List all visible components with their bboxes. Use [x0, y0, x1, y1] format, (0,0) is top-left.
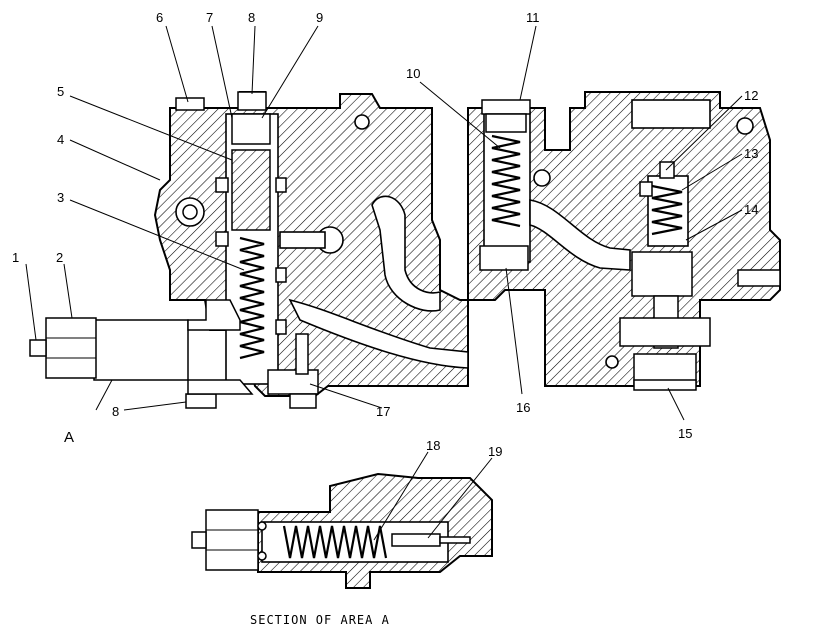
callout-6: 6 [156, 10, 163, 25]
callout-4: 4 [57, 132, 64, 147]
callout-16: 16 [516, 400, 530, 415]
spool-spring [239, 236, 265, 360]
middle-valve-body [467, 91, 781, 391]
leader-lines [25, 25, 743, 541]
bolt-17 [295, 333, 309, 375]
callout-19: 19 [488, 444, 502, 459]
plug-upper [231, 113, 271, 145]
relief-spring-10 [491, 134, 521, 228]
callout-1: 1 [12, 250, 19, 265]
callout-7: 7 [206, 10, 213, 25]
callout-9: 9 [316, 10, 323, 25]
callout-12: 12 [744, 88, 758, 103]
top-slot [631, 99, 711, 129]
callout-5: 5 [57, 84, 64, 99]
callout-10: 10 [406, 66, 420, 81]
fitting-body [93, 319, 189, 381]
callout-15: 15 [678, 426, 692, 441]
bolt-8-lower [185, 393, 217, 409]
left-valve-body [153, 91, 469, 409]
cap-6 [175, 97, 205, 111]
section-spring-18 [282, 525, 388, 559]
area-a-marker: A [64, 429, 74, 446]
port-upper-round [354, 114, 370, 130]
callout-18: 18 [426, 438, 440, 453]
relief-spring-13 [651, 184, 683, 236]
hex-nut-2 [45, 317, 97, 379]
middle-curved-passage [529, 199, 631, 271]
callout-3: 3 [57, 190, 64, 205]
spool [231, 149, 271, 231]
curved-passage-upper [371, 195, 441, 312]
callout-2: 2 [56, 250, 63, 265]
horizontal-passage [279, 231, 326, 249]
callout-14: 14 [744, 202, 758, 217]
bolt-right [737, 269, 781, 287]
section-caption: SECTION OF AREA A [250, 613, 390, 627]
section-of-area-a [191, 472, 493, 589]
callout-8-bottom: 8 [112, 404, 119, 419]
callout-labels: 1 2 3 4 5 6 7 8 8 9 10 11 12 13 14 15 16… [12, 10, 758, 627]
area-a-fitting [29, 299, 254, 409]
curved-passage-lower [288, 298, 469, 369]
callout-13: 13 [744, 146, 758, 161]
callout-17: 17 [376, 404, 390, 419]
bottom-plug [267, 369, 319, 395]
callout-8-top: 8 [248, 10, 255, 25]
cap-11 [481, 99, 531, 115]
poppet-16 [479, 245, 529, 271]
section-hex-nut [205, 509, 259, 571]
plunger-19 [391, 533, 441, 547]
nut-top [237, 91, 267, 111]
screw-tip-1 [29, 339, 47, 357]
callout-11: 11 [526, 10, 540, 25]
